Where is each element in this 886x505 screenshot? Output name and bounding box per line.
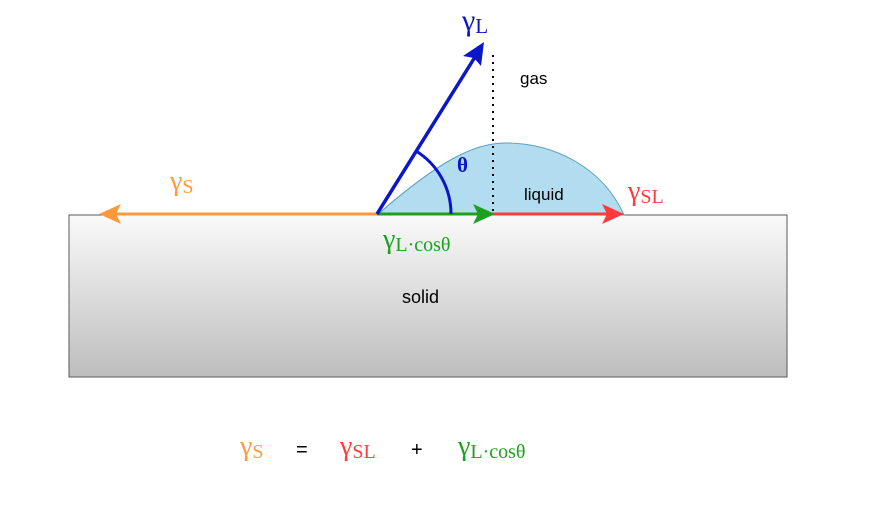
- solid-substrate: [68, 214, 788, 378]
- gamma-l-cos-label: γL·cosθ: [382, 224, 451, 256]
- theta-label: θ: [457, 153, 468, 177]
- gamma-l-cos-vector: [377, 204, 495, 224]
- equation-gamma-l-cos: γL·cosθ: [457, 431, 526, 463]
- equation-plus: +: [411, 439, 423, 461]
- solid-label: solid: [402, 287, 439, 307]
- equation-equals: =: [296, 439, 308, 461]
- young-equation: γS = γSL + γL·cosθ: [239, 431, 526, 463]
- gas-label: gas: [520, 69, 547, 88]
- liquid-droplet: [375, 142, 625, 216]
- gamma-l-label: γL: [461, 4, 488, 38]
- equation-gamma-sl: γSL: [339, 431, 376, 463]
- gamma-s-vector: [99, 204, 377, 224]
- gamma-sl-label: γSL: [627, 176, 664, 208]
- liquid-label: liquid: [524, 185, 564, 204]
- equation-gamma-s: γS: [239, 431, 264, 463]
- gamma-l-vector: [375, 42, 484, 215]
- gamma-s-label: γS: [169, 166, 194, 198]
- contact-angle-arc: [415, 149, 453, 215]
- gamma-sl-vector: [490, 204, 624, 224]
